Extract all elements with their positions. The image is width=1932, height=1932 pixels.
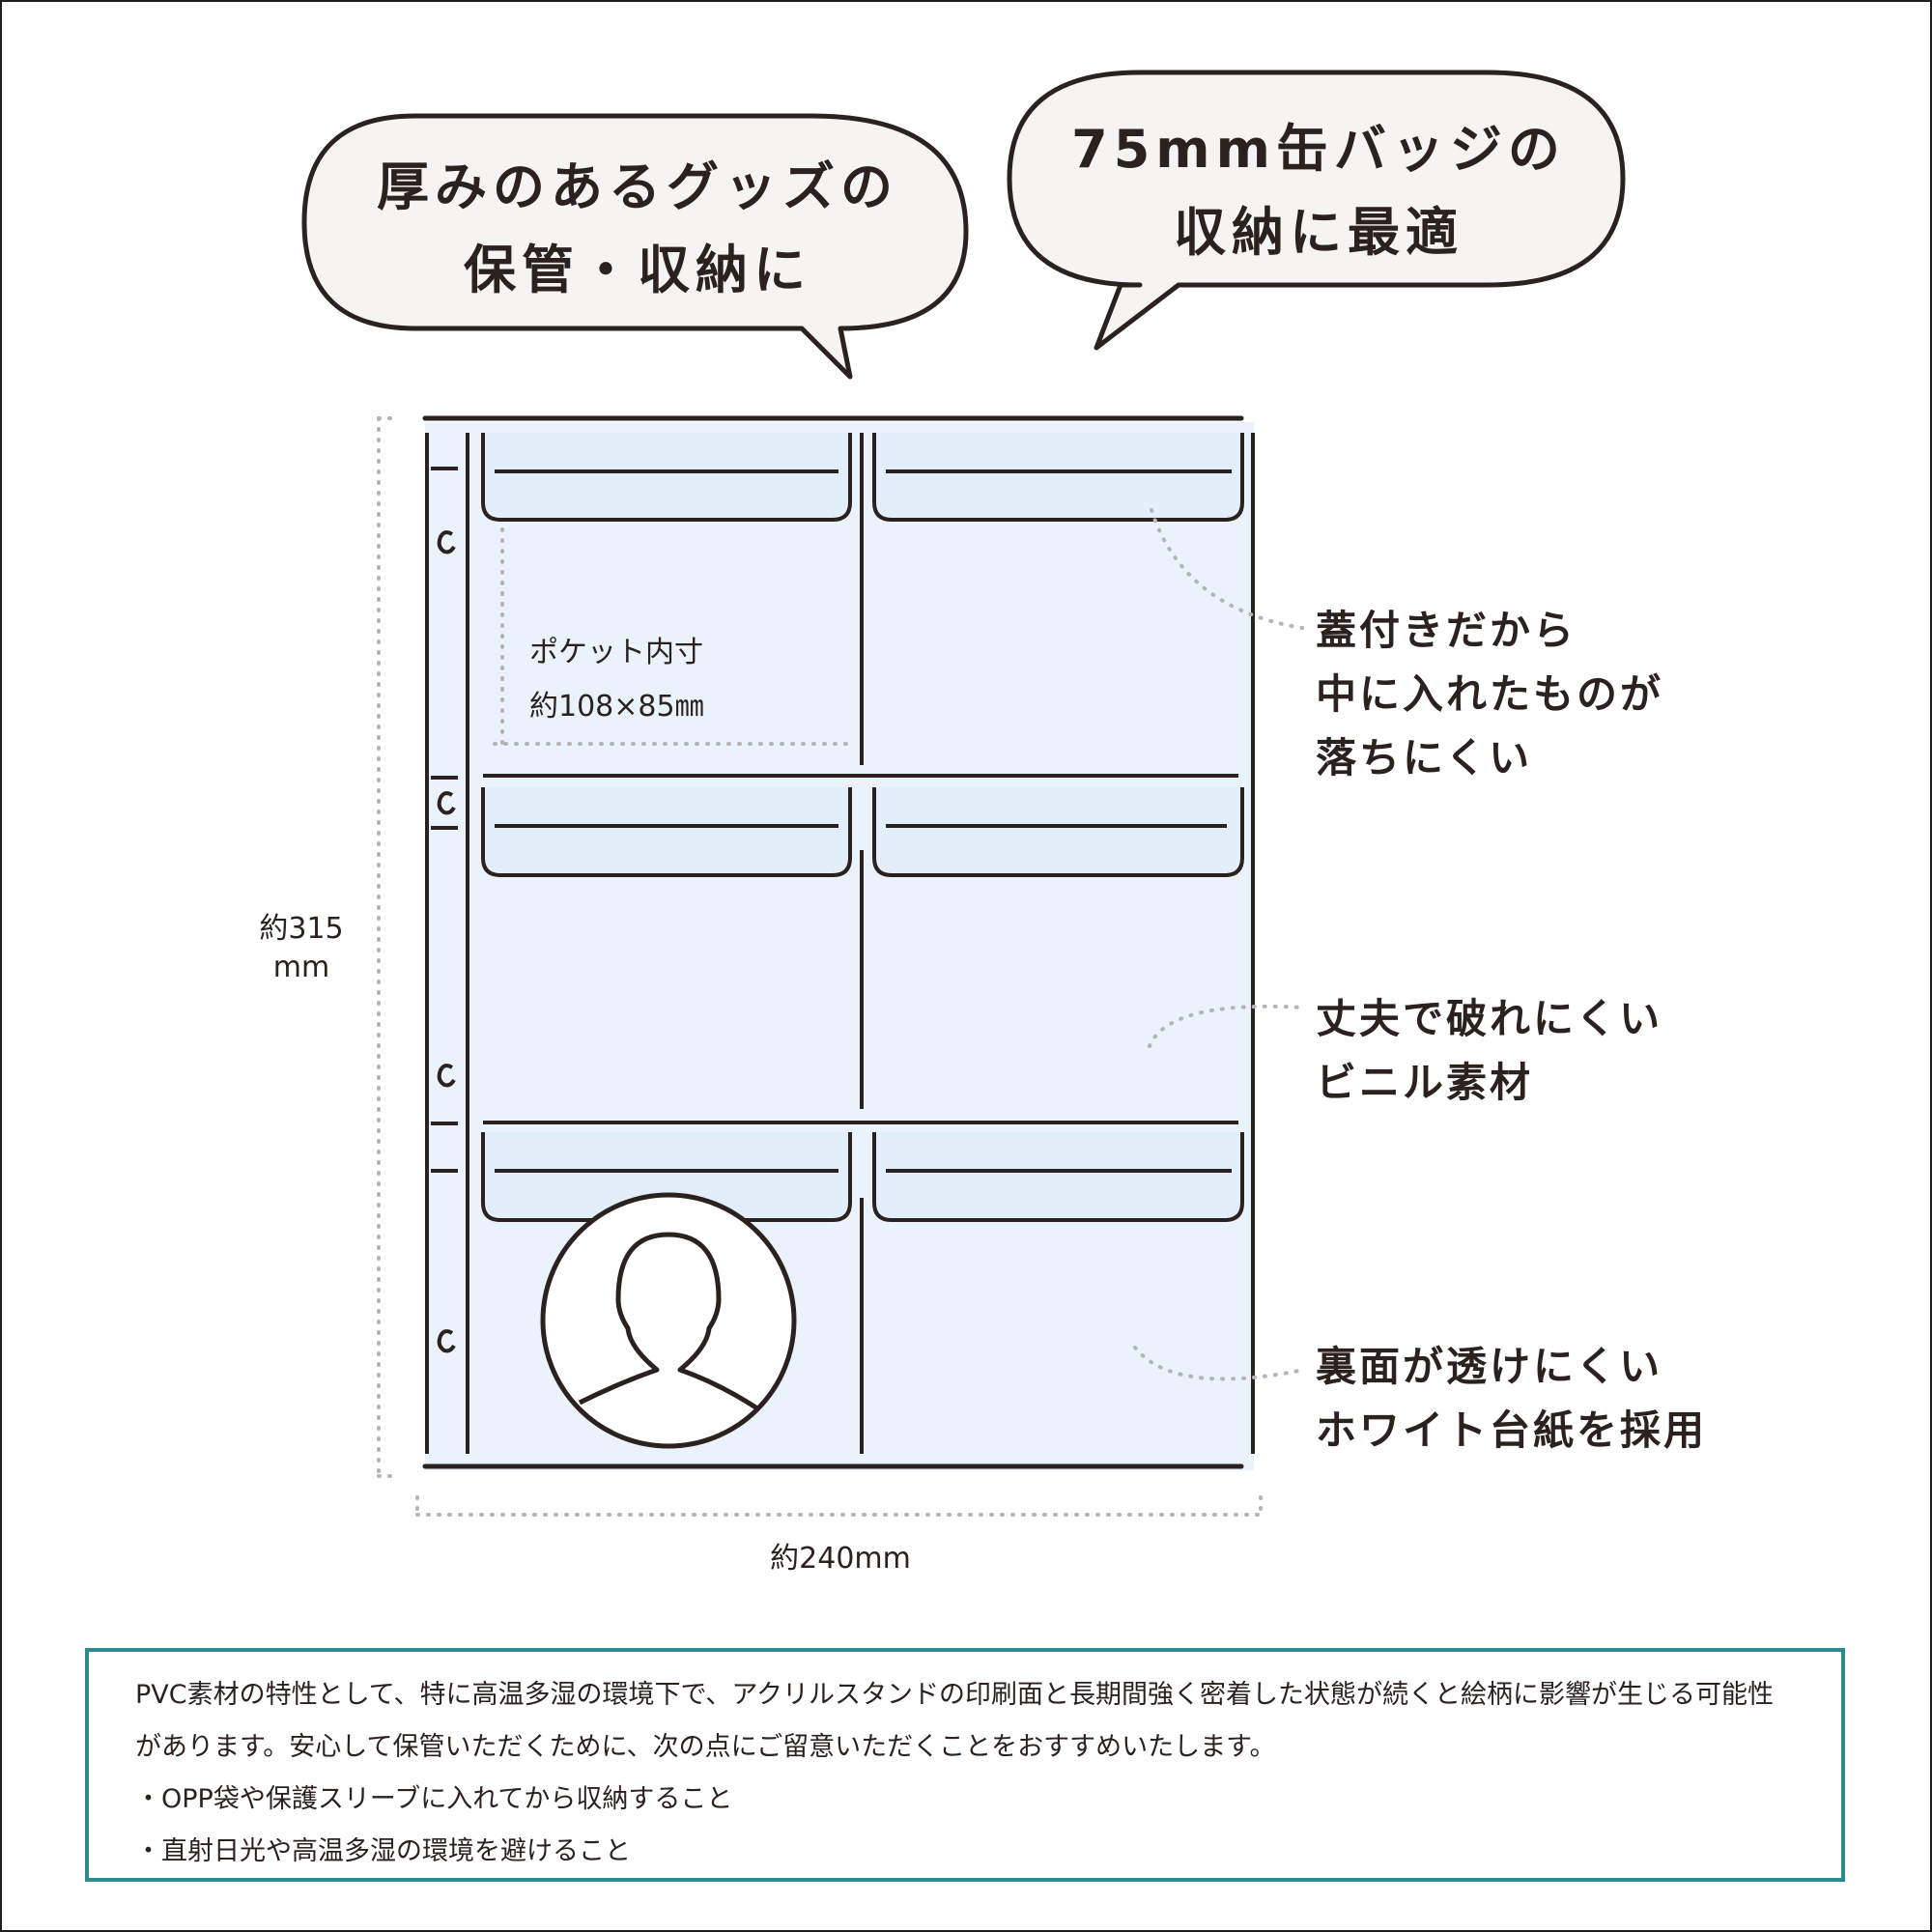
feature-lid-line2: 中に入れたものが xyxy=(1316,670,1664,718)
bubble-right-text: 75mm缶バッジの 収納に最適 xyxy=(1024,108,1613,274)
feature-vinyl-line1: 丈夫で破れにくい xyxy=(1316,995,1663,1042)
height-value: 約315 xyxy=(259,912,344,946)
notice-text: PVC素材の特性として、特に高温多湿の環境下で、アクリルスタンドの印刷面と長期間… xyxy=(135,1680,1775,1762)
feature-vinyl: 丈夫で破れにくい ビニル素材 xyxy=(1316,987,1662,1115)
speech-bubble-right xyxy=(1007,70,1626,351)
bubble-right-line2: 収納に最適 xyxy=(1174,202,1463,263)
feature-lid-line1: 蓋付きだから xyxy=(1316,607,1577,654)
feature-backing-line1: 裏面が透けにくい xyxy=(1316,1343,1663,1390)
bubble-left-line1: 厚みのあるグッズの xyxy=(377,156,898,217)
pocket-size-label: ポケット内寸 約108×85㎜ xyxy=(529,626,704,734)
notice-bullet-1: ・OPP袋や保護スリーブに入れてから収納すること xyxy=(135,1784,733,1814)
notice-box: PVC素材の特性として、特に高温多湿の環境下で、アクリルスタンドの印刷面と長期間… xyxy=(85,1648,1845,1882)
bubble-right-line1: 75mm缶バッジの xyxy=(1071,119,1566,180)
notice-bullet-2: ・直射日光や高温多湿の環境を避けること xyxy=(135,1836,631,1866)
width-dimension: 約240mm xyxy=(770,1542,911,1576)
dimension-dots xyxy=(377,416,1306,1517)
can-badge-illustration xyxy=(540,1192,797,1449)
height-unit: mm xyxy=(272,951,330,984)
feature-vinyl-line2: ビニル素材 xyxy=(1316,1059,1534,1106)
feature-backing-line2: ホワイト台紙を採用 xyxy=(1316,1406,1708,1454)
feature-lid-line3: 落ちにくい xyxy=(1316,734,1533,781)
feature-lid: 蓋付きだから 中に入れたものが 落ちにくい xyxy=(1316,599,1663,790)
bubble-left-text: 厚みのあるグッズの 保管・収納に xyxy=(319,146,956,312)
pocket-size-title: ポケット内寸 xyxy=(529,636,703,669)
binder-holes xyxy=(431,467,458,1353)
speech-bubble-left xyxy=(301,113,969,380)
pocket-flaps xyxy=(481,433,1244,1222)
feature-backing: 裏面が透けにくい ホワイト台紙を採用 xyxy=(1316,1335,1707,1463)
height-dimension: 約315 mm xyxy=(234,910,369,987)
bubble-left-line2: 保管・収納に xyxy=(464,240,811,300)
pocket-size-value: 約108×85㎜ xyxy=(529,690,704,724)
